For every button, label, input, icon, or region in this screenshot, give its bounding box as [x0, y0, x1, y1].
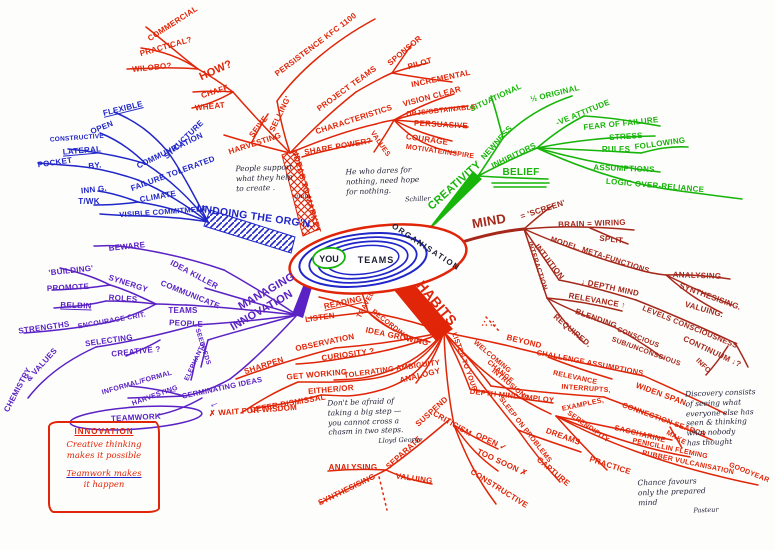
trunk-habits	[389, 277, 453, 341]
trunk-creativity	[426, 171, 482, 232]
innovation-box-line: it happen	[83, 480, 125, 491]
centre-node	[288, 223, 468, 295]
teams-p-label: TEAMS	[168, 306, 198, 315]
by-label: BY.	[87, 160, 102, 171]
trunk-undoing	[203, 209, 296, 254]
belief-label: BELIEF	[502, 167, 540, 178]
innovation-box-line: Teamwork makes	[66, 468, 142, 479]
you-ring	[312, 246, 346, 270]
habits-dots-label: ∴ ∴	[481, 318, 497, 329]
branch-lines	[23, 18, 759, 511]
analysing-h-label: ANALYSING	[328, 463, 378, 472]
center-you-label: YOU	[319, 254, 339, 264]
innovation-box-title: INNOVATION	[74, 427, 134, 436]
belbin-label: BELBIN	[60, 300, 92, 311]
arrow-left-1-label: ←	[167, 385, 179, 396]
innovation-box-line: Creative thinking	[66, 440, 142, 450]
rules-label: RULES	[601, 145, 631, 154]
innovation-box-line: makes it possible	[66, 451, 142, 462]
twk-label: T/WK	[78, 197, 100, 206]
analysing-m-label: ANALYSING	[672, 270, 722, 281]
center-teams-label: TEAMS	[357, 255, 395, 265]
